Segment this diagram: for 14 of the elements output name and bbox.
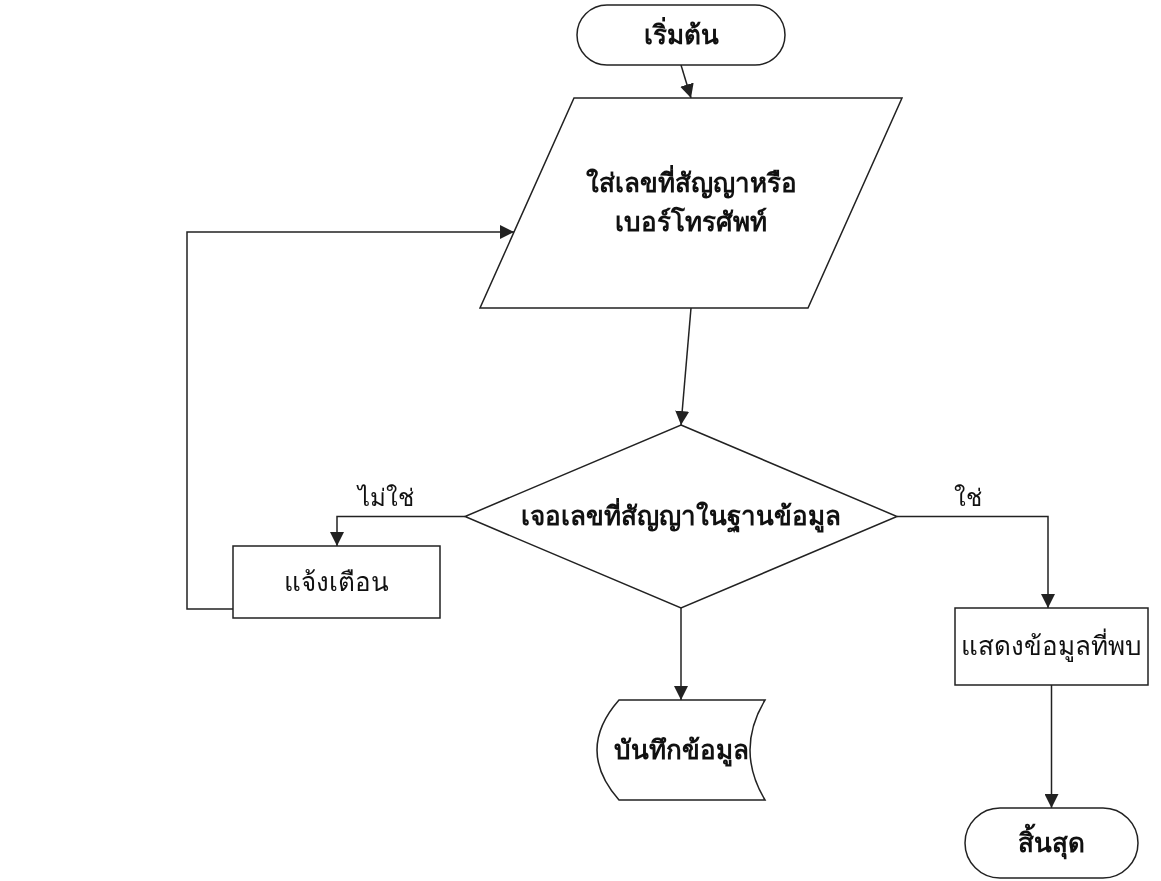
arrow xyxy=(896,515,1055,609)
input-parallelogram: ใส่เลขที่สัญญาหรือเบอร์โทรศัพท์ xyxy=(480,98,902,308)
decision-diamond: เจอเลขที่สัญญาในฐานข้อมูล xyxy=(465,425,897,608)
arrow xyxy=(674,607,688,701)
terminator-shape: เริ่มต้น xyxy=(577,5,785,65)
arrow xyxy=(1044,684,1059,809)
process-box: แจ้งเตือน xyxy=(233,546,440,618)
stored-data-shape: บันทึกข้อมูล xyxy=(597,700,765,800)
arrow xyxy=(186,225,515,610)
arrow xyxy=(680,64,694,99)
arrow xyxy=(330,515,466,547)
arrow xyxy=(675,307,692,426)
process-box: แสดงข้อมูลที่พบ xyxy=(955,608,1148,685)
terminator-shape: สิ้นสุด xyxy=(965,808,1138,878)
